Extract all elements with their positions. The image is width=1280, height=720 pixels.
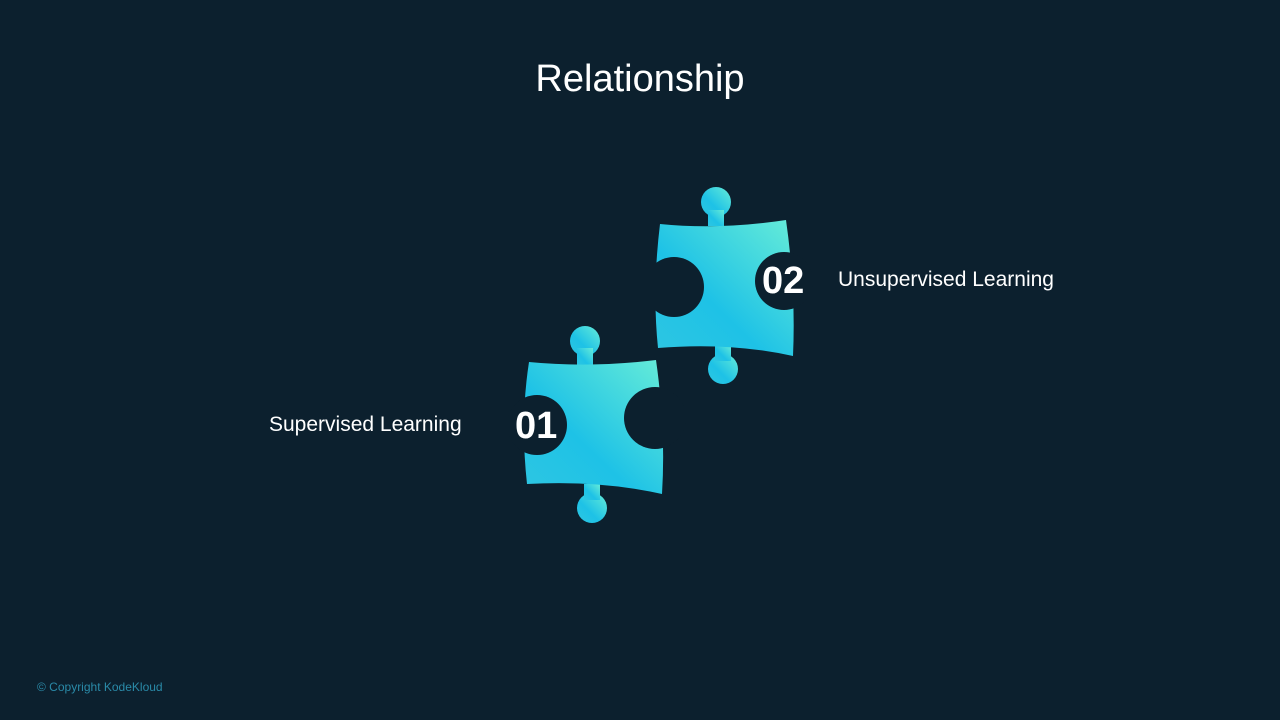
piece-number-01: 01	[515, 405, 558, 447]
puzzle-piece-01	[507, 326, 686, 523]
slide-title: Relationship	[535, 58, 745, 100]
copyright-footer: © Copyright KodeKloud	[37, 680, 163, 694]
puzzle-piece-02	[644, 187, 813, 384]
piece-number-02: 02	[762, 260, 805, 302]
piece-label-01: Supervised Learning	[269, 413, 462, 436]
piece-label-02: Unsupervised Learning	[838, 268, 1054, 291]
